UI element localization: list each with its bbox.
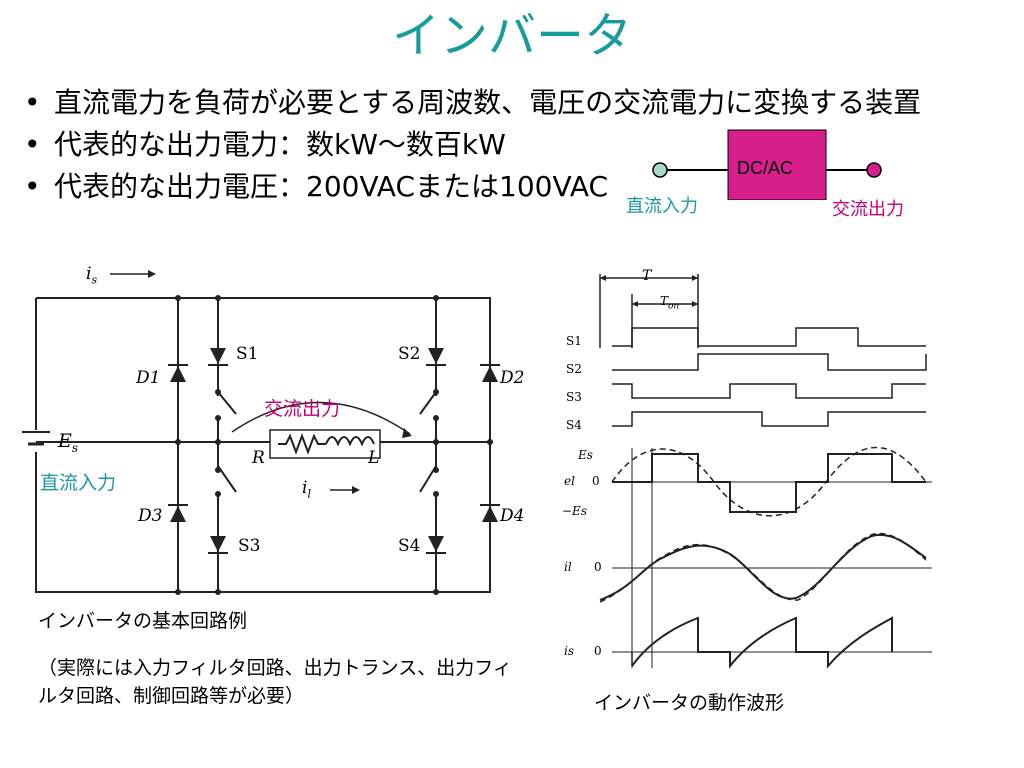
l-label: L — [368, 448, 380, 468]
s3-label: S3 — [238, 536, 261, 556]
bullet-item: • 代表的な出力電圧：200VACまたは100VAC — [24, 168, 924, 206]
bullet-text: 直流電力を負荷が必要とする周波数、電圧の交流電力に変換する装置 — [54, 86, 922, 119]
ton-label: Ton — [660, 294, 679, 311]
dcac-block-diagram — [652, 129, 882, 200]
s2-label: S2 — [398, 344, 421, 364]
d2-label: D2 — [500, 368, 525, 388]
is-wave-label: is — [564, 644, 574, 658]
r-label: R — [252, 448, 265, 468]
il-label: il — [302, 478, 311, 500]
is-zero-label: 0 — [594, 644, 602, 658]
es-label-sub: s — [71, 440, 79, 455]
dcac-label: DC/AC — [737, 158, 794, 178]
block-input-label: 直流入力 — [626, 196, 698, 217]
s2-row-label: S2 — [566, 362, 582, 376]
d1-label: D1 — [136, 368, 161, 388]
output-terminal — [866, 162, 882, 178]
page-title: インバータ — [391, 8, 632, 64]
s1-label: S1 — [236, 344, 259, 364]
d4-label: D4 — [500, 506, 525, 526]
es-neg-label: −Es — [562, 504, 587, 518]
il-zero-label: 0 — [594, 560, 602, 574]
il-wave-label: il — [564, 560, 572, 574]
il-label-main: i — [302, 478, 308, 498]
circuit-ac-output-label: 交流出力 — [264, 398, 341, 420]
ton-label-main: T — [660, 294, 669, 308]
input-terminal — [652, 162, 668, 178]
el-label: el — [564, 474, 575, 488]
es-label-main: E — [58, 430, 72, 452]
dcac-box — [727, 129, 827, 200]
bullet-text: 代表的な出力電力：数kW～数百kW — [54, 128, 506, 161]
bullet-text: 代表的な出力電圧：200VACまたは100VAC — [54, 170, 609, 203]
bullet-item: • 代表的な出力電力：数kW～数百kW — [24, 126, 924, 164]
el-zero-label: 0 — [592, 474, 600, 488]
is-label: is — [86, 264, 97, 286]
d3-label: D3 — [138, 506, 163, 526]
t-label: T — [642, 268, 652, 284]
operating-waveforms — [599, 274, 932, 669]
s4-row-label: S4 — [566, 418, 582, 432]
bullet-dot: • — [24, 128, 41, 161]
circuit-note: （実際には入力フィルタ回路、出力トランス、出力フィルタ回路、制御回路等が必要） — [38, 657, 512, 707]
is-label-sub: s — [91, 273, 98, 287]
es-pos-label: Es — [578, 448, 593, 462]
bullet-dot: • — [24, 170, 41, 203]
bullet-dot: • — [24, 86, 41, 119]
il-label-sub: l — [307, 487, 311, 501]
s3-row-label: S3 — [566, 390, 582, 404]
ton-label-sub: on — [668, 301, 680, 312]
inverter-circuit — [22, 270, 500, 595]
bullet-list: • 直流電力を負荷が必要とする周波数、電圧の交流電力に変換する装置 • 代表的な出力… — [24, 84, 924, 210]
is-label-main: i — [86, 264, 92, 284]
es-label: Es — [58, 430, 78, 455]
s1-row-label: S1 — [566, 334, 582, 348]
circuit-caption: インバータの基本回路例 — [38, 610, 248, 632]
block-output-label: 交流出力 — [832, 199, 904, 220]
circuit-dc-input-label: 直流入力 — [40, 472, 117, 494]
waveform-caption: インバータの動作波形 — [594, 692, 785, 714]
s4-label: S4 — [398, 536, 421, 556]
bullet-item: • 直流電力を負荷が必要とする周波数、電圧の交流電力に変換する装置 — [24, 84, 924, 122]
